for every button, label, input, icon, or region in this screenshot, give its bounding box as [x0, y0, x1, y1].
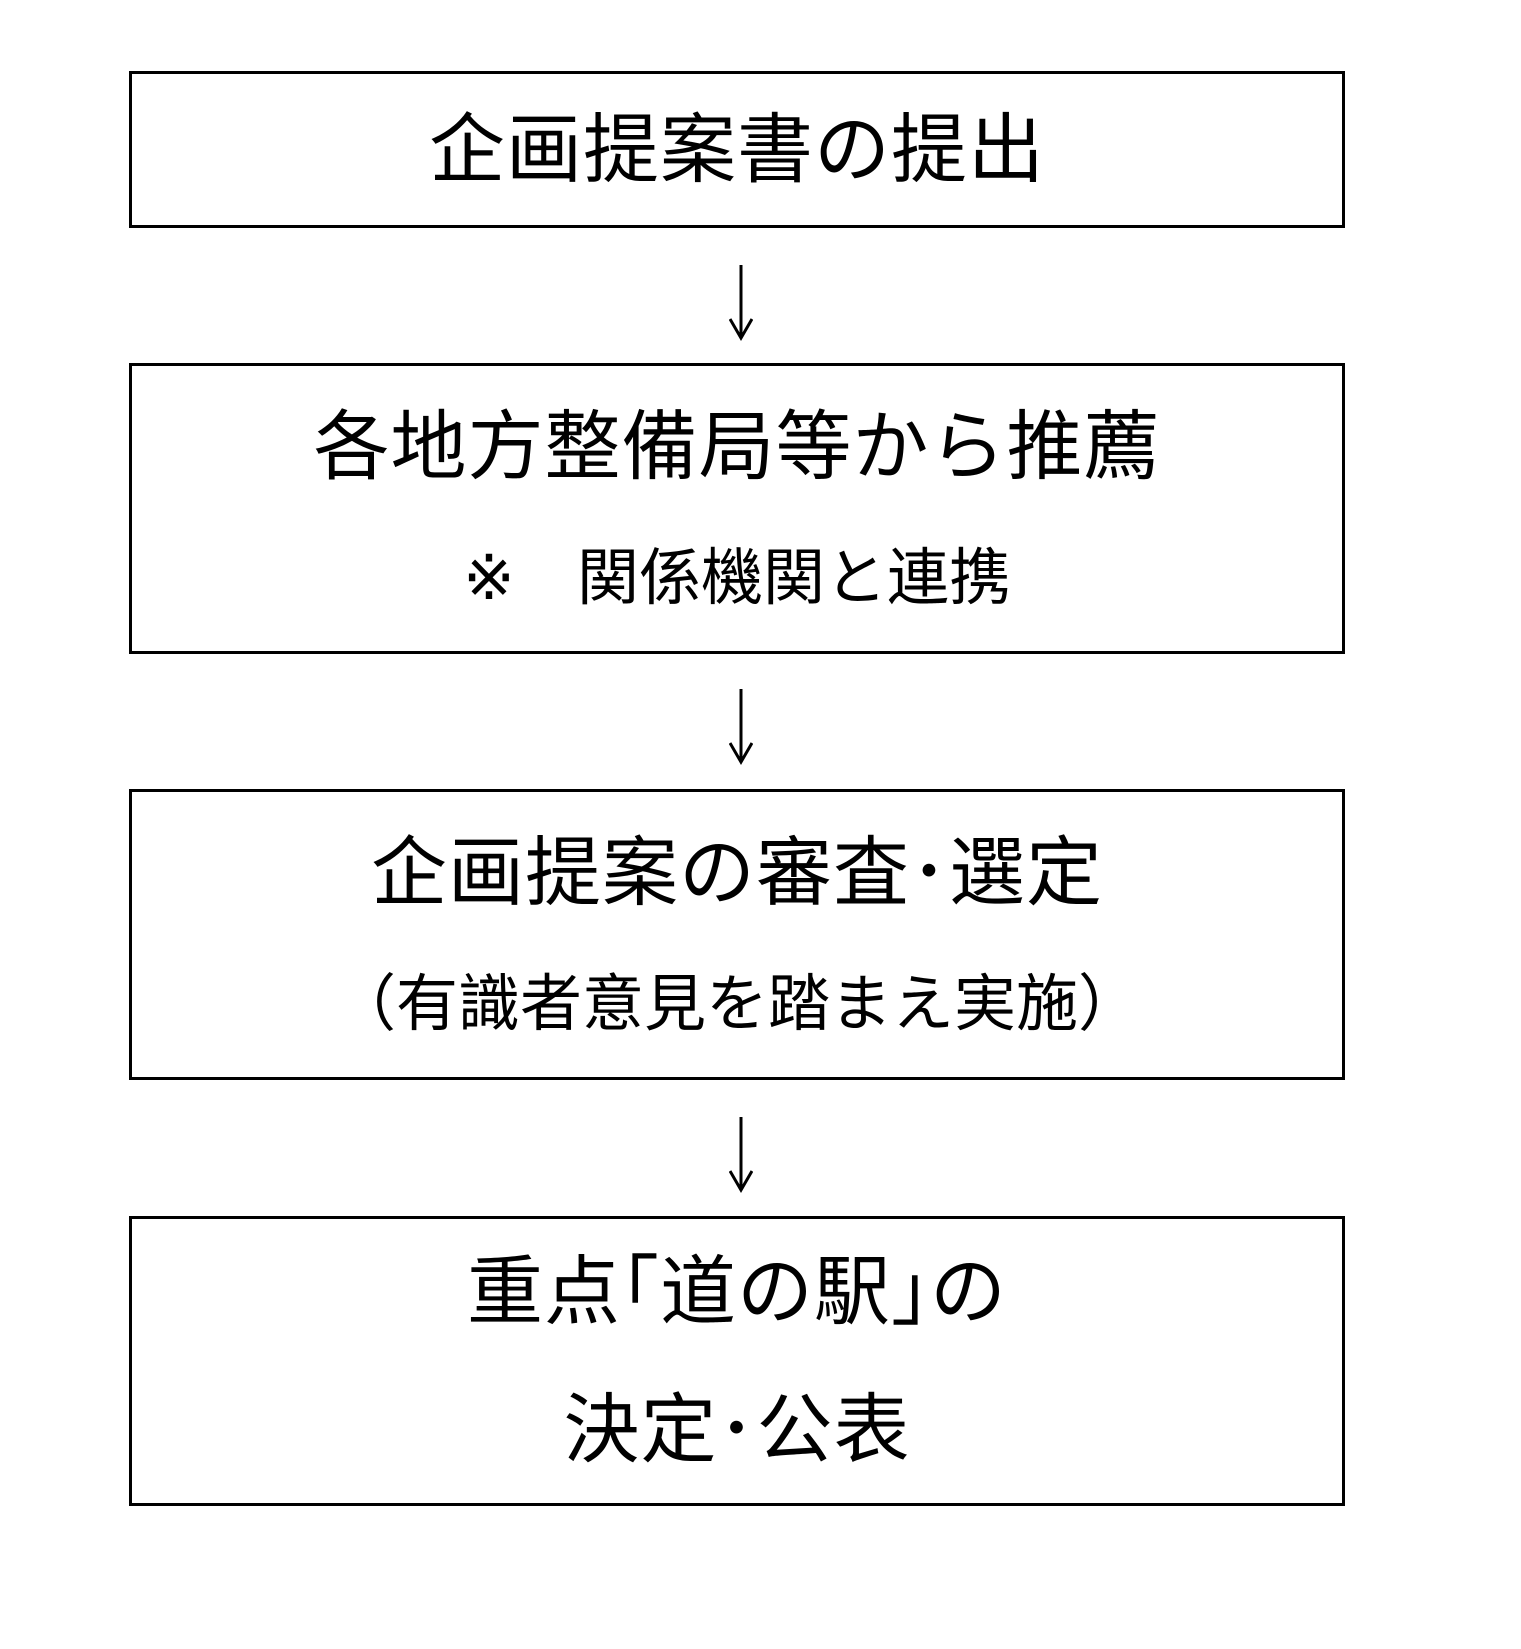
- step-note: ※ 関係機関と連携: [463, 540, 1011, 614]
- step-box-submission: 企画提案書の提出: [129, 71, 1345, 228]
- step-title: 重点｢道の駅｣の: [467, 1247, 1007, 1336]
- down-arrow-icon: [729, 265, 753, 341]
- step-note: 決定･公表: [563, 1385, 911, 1474]
- step-note: （有識者意見を踏まえ実施）: [333, 966, 1140, 1040]
- step-title: 企画提案の審査･選定: [371, 827, 1103, 917]
- step-title: 各地方整備局等から推薦: [313, 401, 1161, 491]
- step-title: 企画提案書の提出: [429, 104, 1045, 194]
- down-arrow-icon: [729, 689, 753, 765]
- step-box-recommendation: 各地方整備局等から推薦 ※ 関係機関と連携: [129, 363, 1345, 654]
- down-arrow-icon: [729, 1117, 753, 1193]
- step-box-review: 企画提案の審査･選定 （有識者意見を踏まえ実施）: [129, 789, 1345, 1080]
- step-box-announcement: 重点｢道の駅｣の 決定･公表: [129, 1216, 1345, 1506]
